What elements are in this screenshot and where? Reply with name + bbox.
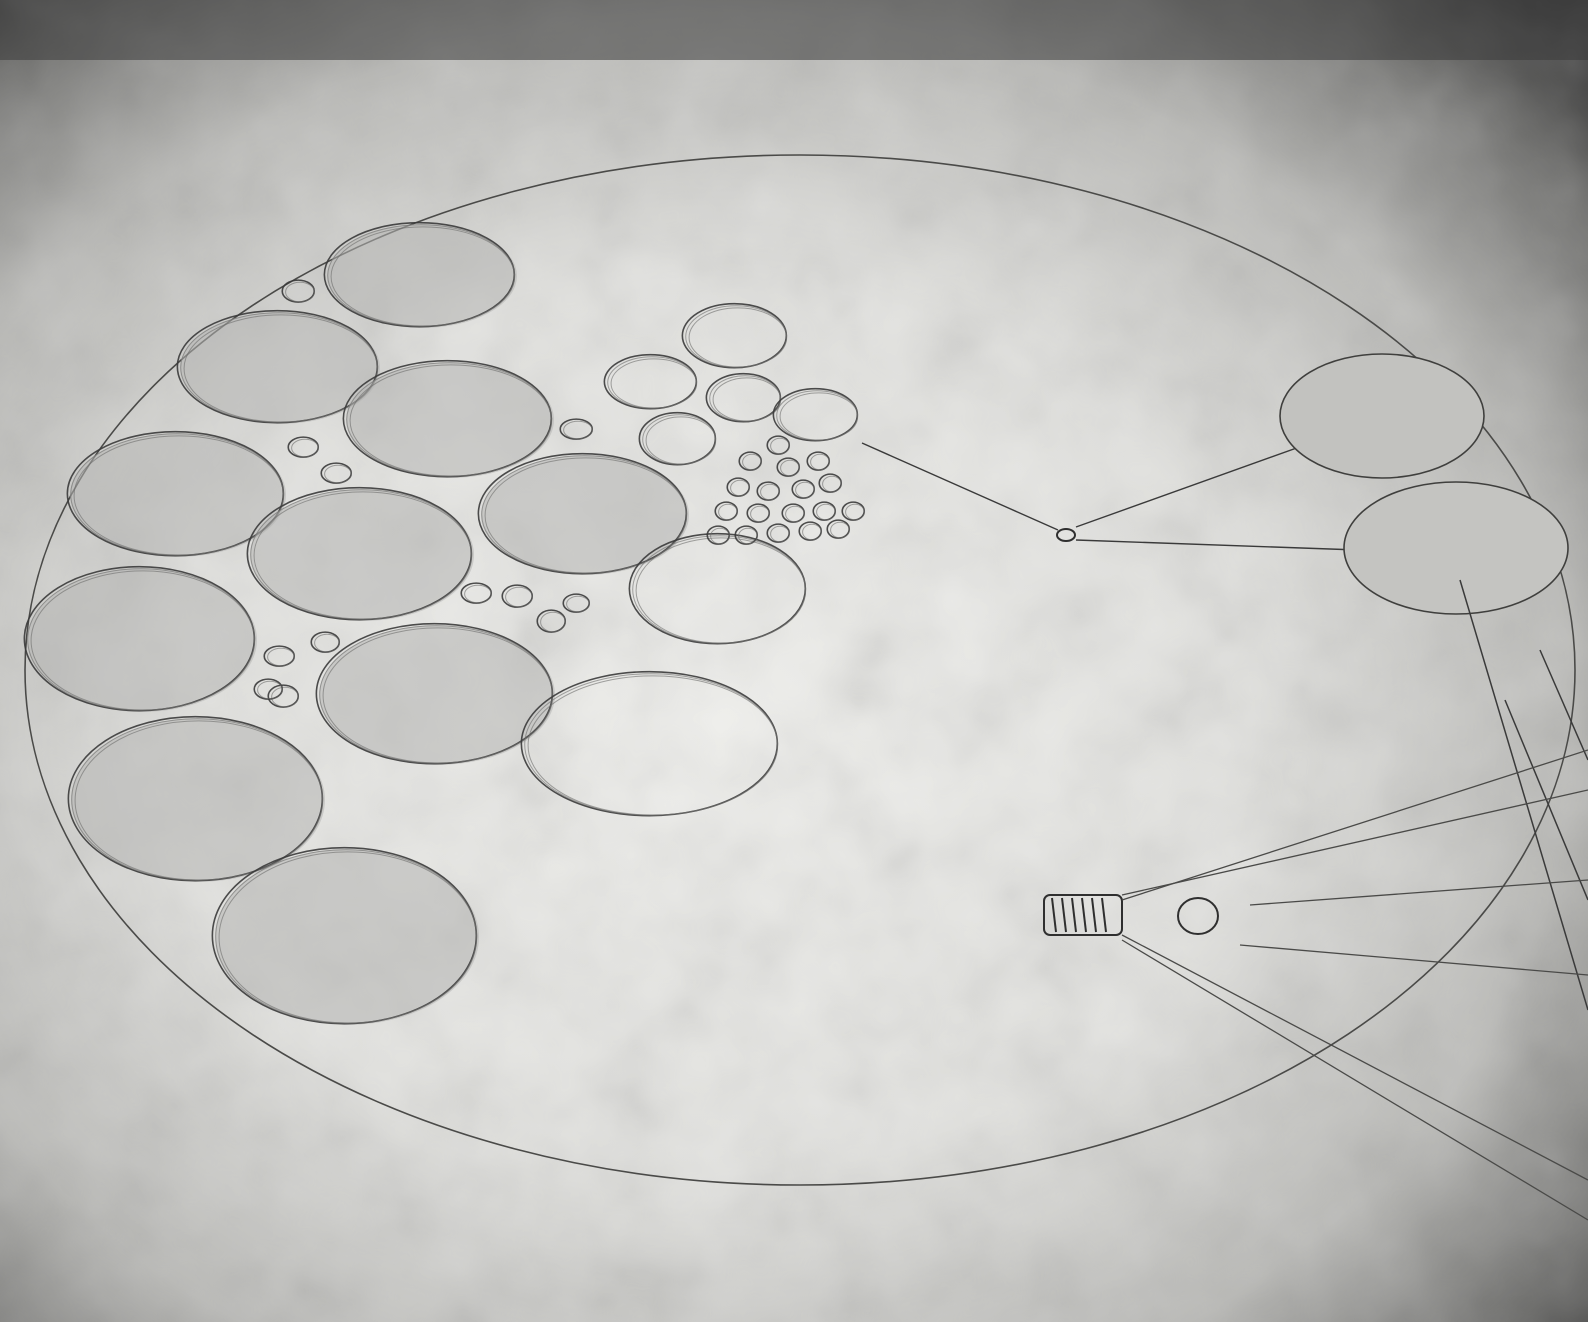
- top-shadow-band: [0, 0, 1588, 60]
- right-circle-bottom: [1344, 482, 1568, 614]
- right-circle-top: [1280, 354, 1484, 478]
